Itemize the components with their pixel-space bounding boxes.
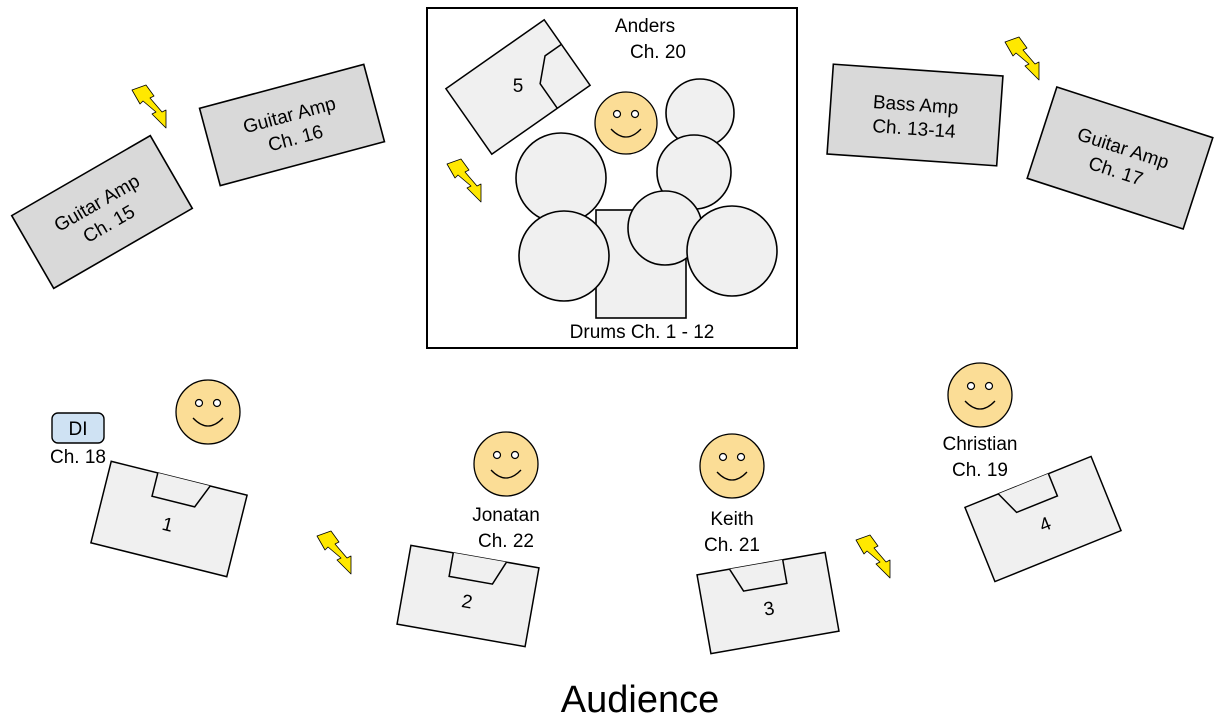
drum-icon bbox=[518, 210, 610, 302]
drum-kit bbox=[515, 78, 778, 319]
monitor-number-2: 2 bbox=[460, 591, 474, 614]
power-bolt-icon bbox=[131, 84, 167, 129]
smiley-face-icon bbox=[473, 431, 539, 497]
power-bolt-icon bbox=[316, 530, 352, 575]
drummer-channel: Ch. 20 bbox=[630, 42, 686, 63]
performer-name-jonatan: Jonatan bbox=[472, 505, 540, 526]
performer-name-keith: Keith bbox=[710, 509, 753, 530]
audience-label: Audience bbox=[561, 679, 719, 718]
monitor-wedge-4: 4 bbox=[963, 455, 1123, 583]
power-bolt-icon bbox=[855, 534, 891, 579]
performer-name-christian: Christian bbox=[943, 434, 1018, 455]
guitar-amp-17: Guitar Amp Ch. 17 bbox=[1026, 86, 1214, 230]
bass-amp: Bass Amp Ch. 13-14 bbox=[826, 63, 1004, 167]
performer-channel-jonatan: Ch. 22 bbox=[478, 531, 534, 552]
monitor-wedge-2: 2 bbox=[396, 544, 540, 648]
performer-channel-keith: Ch. 21 bbox=[704, 535, 760, 556]
drum-riser: 5 Anders Ch. 20 Drums Ch. 1 - 12 bbox=[426, 7, 798, 349]
monitor-number-1: 1 bbox=[160, 514, 175, 537]
monitor-wedge-3: 3 bbox=[696, 551, 840, 655]
di-label: DI bbox=[69, 419, 88, 440]
monitor-number-3: 3 bbox=[762, 598, 776, 621]
di-channel: Ch. 18 bbox=[50, 447, 106, 468]
drum-icon bbox=[686, 205, 778, 297]
monitor-wedge-5: 5 bbox=[444, 18, 592, 156]
smiley-face-icon bbox=[947, 362, 1013, 428]
guitar-amp-16: Guitar Amp Ch. 16 bbox=[198, 63, 386, 187]
smiley-face-icon bbox=[699, 433, 765, 499]
smiley-face-icon bbox=[594, 91, 658, 155]
di-box: DI Ch. 18 bbox=[50, 412, 106, 468]
power-bolt-icon bbox=[1004, 36, 1040, 81]
performer-channel-christian: Ch. 19 bbox=[952, 460, 1008, 481]
guitar-amp-15: Guitar Amp Ch. 15 bbox=[10, 134, 194, 290]
drums-label: Drums Ch. 1 - 12 bbox=[570, 322, 715, 343]
monitor-wedge-1: 1 bbox=[90, 460, 248, 578]
smiley-face-icon bbox=[175, 379, 241, 445]
drum-icon bbox=[515, 132, 607, 224]
monitor-number-5: 5 bbox=[513, 76, 524, 97]
drummer-name: Anders bbox=[615, 16, 675, 37]
